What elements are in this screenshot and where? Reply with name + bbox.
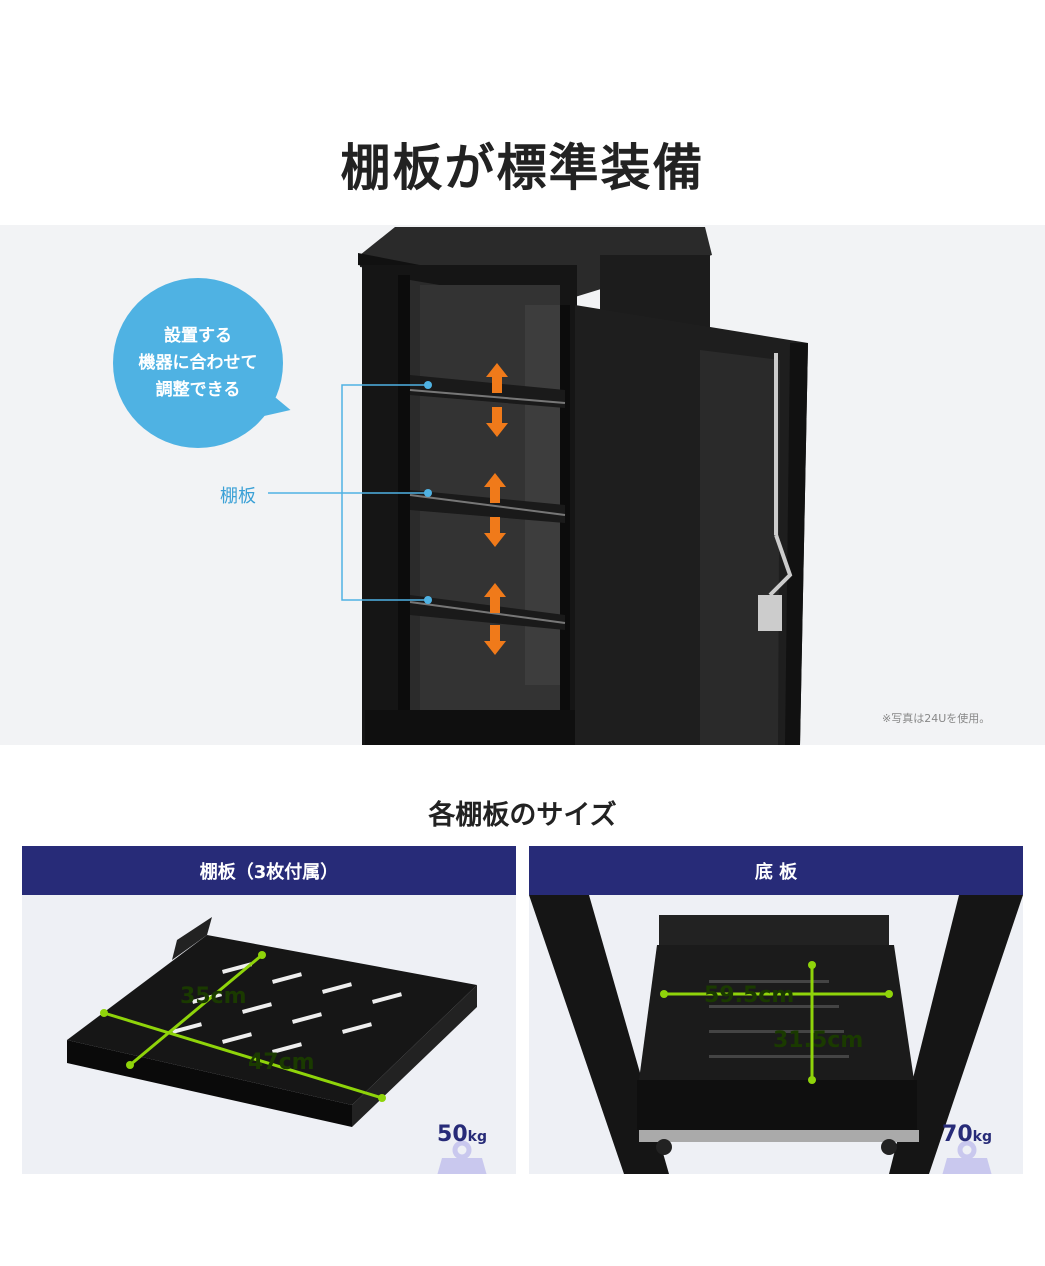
base-illustration — [529, 895, 1023, 1174]
rack-illustration — [268, 227, 808, 745]
bubble-line: 設置する — [164, 325, 232, 346]
photo-note: ※写真は24Uを使用。 — [882, 712, 991, 725]
shelf-label: 棚板 — [220, 486, 256, 507]
bubble-line: 機器に合わせて — [138, 352, 258, 373]
info-bubble: 設置する 機器に合わせて 調整できる — [113, 278, 283, 448]
weight-icon: 70kg — [932, 1091, 1002, 1174]
weight-value: 50 — [437, 1122, 468, 1147]
weight-unit: kg — [467, 1129, 487, 1145]
page-title: 棚板が標準装備 — [340, 139, 705, 197]
panel-header: 底 板 — [529, 846, 1023, 895]
width-label: 59.5cm — [704, 983, 795, 1008]
section-title: 各棚板のサイズ — [428, 800, 617, 831]
bubble-line: 調整できる — [155, 379, 241, 400]
weight-value: 70 — [942, 1122, 973, 1147]
rack-photo — [0, 225, 1045, 745]
depth-label: 35cm — [180, 984, 247, 1009]
weight-icon: 50kg — [427, 1091, 497, 1174]
shelf-illustration — [67, 917, 477, 1127]
panel-header: 棚板（3枚付属） — [22, 846, 516, 895]
depth-label: 31.5cm — [773, 1028, 864, 1053]
base-panel: 底 板 59.5cm 31.5cm 70kg — [529, 846, 1023, 1174]
width-label: 47cm — [248, 1050, 315, 1075]
weight-unit: kg — [972, 1129, 992, 1145]
shelf-panel: 棚板（3枚付属） 35cm 47cm 50kg — [22, 846, 516, 1174]
